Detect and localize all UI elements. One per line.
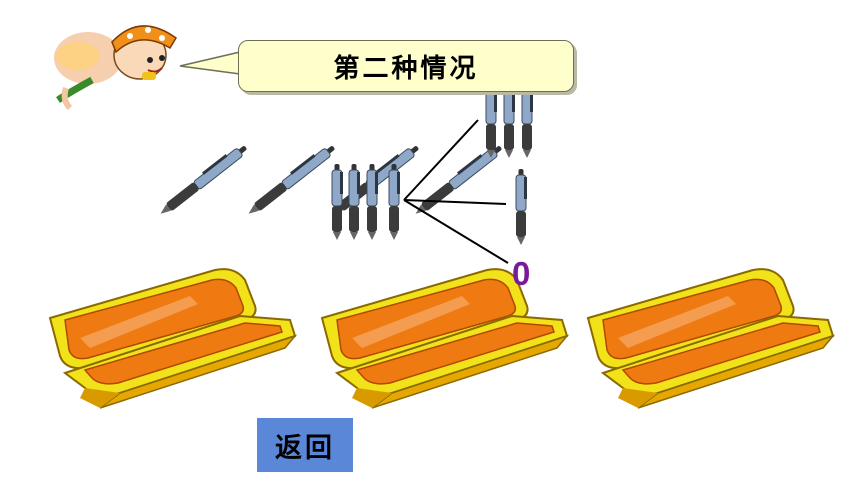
pen-group-four — [331, 163, 401, 241]
title-text: 第二种情况 — [333, 53, 479, 84]
connector-line-to-three — [403, 119, 479, 201]
back-button-label: 返回 — [275, 432, 335, 464]
connector-line-to-zero — [403, 199, 509, 264]
pen-group-three — [485, 81, 534, 159]
connector-line-to-one — [403, 199, 507, 205]
callout-pointer — [179, 51, 241, 75]
title-callout: 第二种情况 — [238, 40, 574, 92]
pen-diagonal — [155, 141, 250, 219]
open-pencil-case-icon — [587, 268, 834, 409]
zero-count-label: 0 — [512, 255, 531, 292]
open-pencil-case-icon — [49, 268, 296, 409]
connector-lines — [403, 119, 509, 264]
back-button[interactable]: 返回 — [257, 418, 353, 472]
cartoon-boy-mascot-icon — [54, 25, 177, 111]
pen-single — [515, 168, 528, 246]
pen-diagonal — [243, 141, 338, 219]
